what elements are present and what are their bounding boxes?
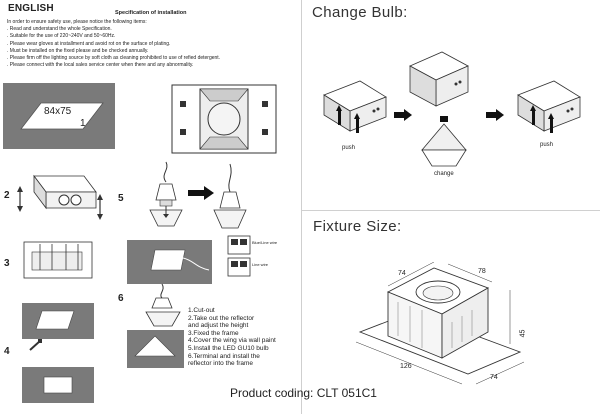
product-coding: Product coding: CLT 051C1	[230, 386, 377, 400]
install-steps-list: 1.Cut-out 2.Take out the reflector and a…	[188, 307, 276, 368]
cutout-panel	[3, 83, 115, 149]
step-number-4: 4	[4, 346, 10, 357]
change-bulb-diagram-3	[517, 80, 581, 133]
fixture-size-title: Fixture Size:	[313, 218, 402, 235]
install-step: 5.Install the LED GU10 bulb	[188, 344, 269, 352]
wiring-label-a: Blue/Line wire	[252, 240, 278, 245]
install-step: 3.Fixed the frame	[188, 329, 239, 337]
dim-bottom-left: 126	[400, 363, 412, 370]
arrow-right-icon	[394, 109, 412, 121]
column-divider	[301, 0, 302, 414]
step-5-panel	[127, 240, 212, 284]
step-number-3: 3	[4, 258, 10, 269]
step-number-6: 6	[118, 293, 124, 304]
install-step: 2.Take out the reflector	[188, 314, 255, 322]
wiring-label-b: Line wire	[252, 262, 269, 267]
cutout-size-label: 84x75	[44, 106, 72, 117]
spec-line: . Suitable for the use of 220~240V and 5…	[7, 33, 116, 40]
section-divider	[302, 210, 600, 211]
change-bulb-diagram-2	[409, 51, 469, 107]
change-bulb-title: Change Bulb:	[312, 4, 408, 21]
change-bulb-diagram-1	[323, 80, 387, 133]
arrow-right-icon	[486, 109, 504, 121]
install-step: 4.Cover the wing via wall paint	[188, 337, 276, 345]
step-2-illustration	[17, 174, 103, 220]
install-step: and adjust the height	[188, 322, 249, 330]
install-step: reflector into the frame	[188, 360, 254, 368]
step-3-illustration	[23, 241, 93, 279]
spec-line: . Please firm off the lighting source by…	[7, 55, 221, 62]
language-heading: ENGLISH	[8, 3, 54, 14]
spec-line: . Must be installed on the fixed please …	[7, 47, 149, 54]
fixture-top-view	[171, 84, 277, 154]
step-6-panel	[127, 330, 184, 368]
spec-list: In order to ensure safety use, please no…	[7, 19, 297, 69]
step-5-installed-illustration	[213, 163, 247, 229]
spec-line: . Please wear gloves at installment and …	[7, 40, 171, 47]
arrow-right-icon	[188, 186, 214, 200]
step-5-bulb-illustration	[149, 161, 183, 227]
dim-bottom-right: 74	[490, 374, 498, 381]
cutout-shape	[20, 102, 104, 130]
spec-line: . Please connect with the local sales se…	[7, 62, 194, 69]
change-label: change	[434, 171, 454, 177]
step-6-illustration	[145, 283, 181, 327]
dim-height: 45	[519, 329, 527, 338]
paint-brush-icon	[29, 339, 42, 351]
step-4-panel-bottom	[22, 367, 94, 403]
fixture-size-drawing	[355, 262, 525, 385]
push-label-2: push	[540, 142, 554, 148]
push-label-1: push	[342, 145, 356, 151]
cutout-step-number: 1	[80, 118, 86, 129]
spec-line: In order to ensure safety use, please no…	[7, 19, 147, 25]
spec-title: Specification of installation	[115, 10, 187, 16]
dim-top-left: 74	[398, 270, 406, 277]
step-4-panel-top	[22, 303, 94, 339]
install-step: 6.Terminal and install the	[188, 352, 260, 360]
change-bulb-reflector	[421, 116, 467, 167]
install-step: 1.Cut-out	[188, 307, 215, 314]
wiring-block	[227, 235, 251, 277]
step-number-5: 5	[118, 193, 124, 204]
spec-line: . Read and understand the whole Specific…	[7, 26, 112, 33]
dim-top-right: 78	[478, 268, 486, 275]
step-number-2: 2	[4, 190, 10, 201]
